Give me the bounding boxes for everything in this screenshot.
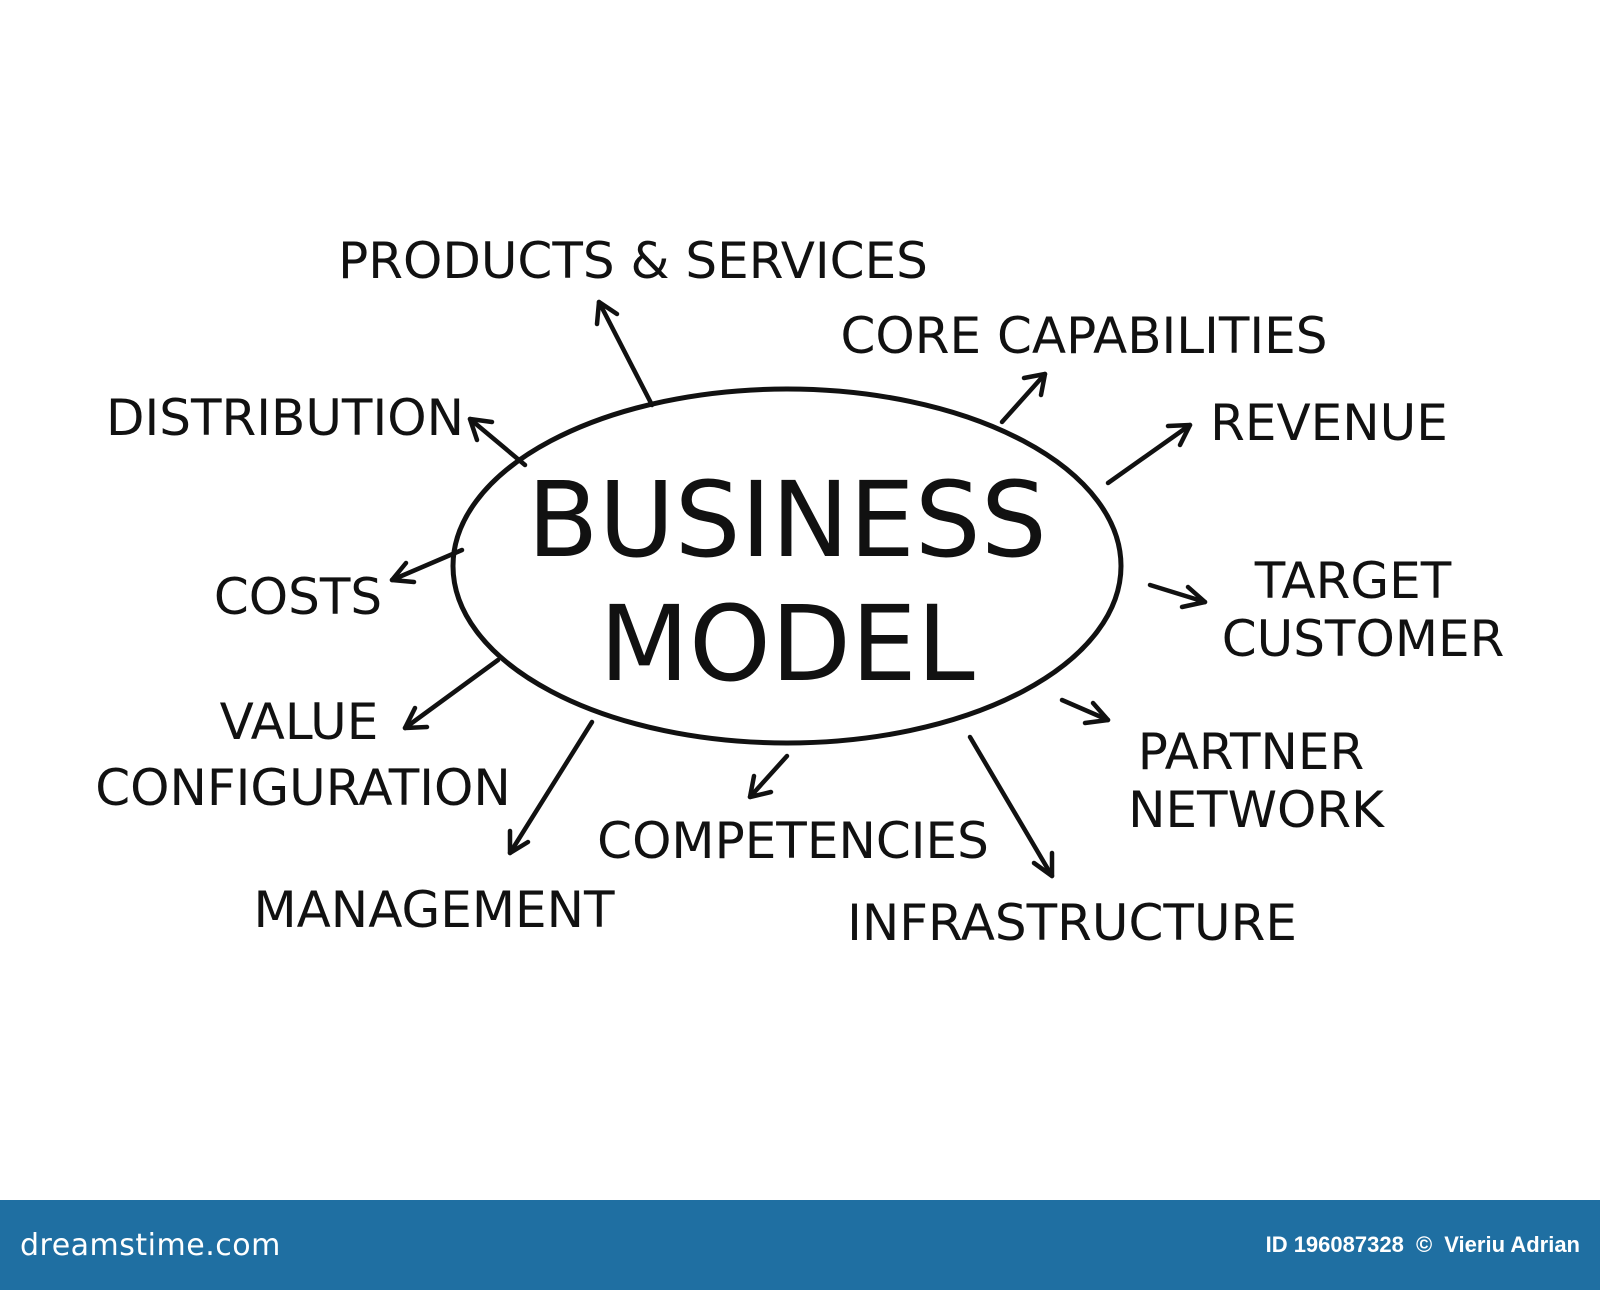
arrow-value-configuration bbox=[402, 657, 501, 731]
label-value-configuration-line1: VALUE bbox=[220, 693, 379, 751]
label-infrastructure: INFRASTRUCTURE bbox=[847, 894, 1297, 952]
label-competencies: COMPETENCIES bbox=[597, 812, 989, 870]
center-title-line2: MODEL bbox=[599, 583, 974, 705]
arrow-target-customer bbox=[1147, 582, 1208, 610]
copyright-symbol: © bbox=[1415, 1232, 1433, 1257]
image-credit: ID 196087328 © Vieriu Adrian bbox=[1260, 1232, 1580, 1258]
label-costs: COSTS bbox=[214, 568, 382, 626]
image-id: ID 196087328 bbox=[1265, 1232, 1404, 1257]
arrow-costs bbox=[389, 547, 465, 585]
center-title-line1: BUSINESS bbox=[527, 459, 1047, 581]
label-distribution: DISTRIBUTION bbox=[106, 389, 464, 447]
author-name: Vieriu Adrian bbox=[1444, 1232, 1580, 1257]
label-products-services: PRODUCTS & SERVICES bbox=[338, 232, 928, 290]
arrow-core-capabilities bbox=[999, 371, 1048, 425]
brand-logo-text: dreamstime.com bbox=[20, 1227, 281, 1263]
arrows bbox=[389, 299, 1208, 879]
label-management: MANAGEMENT bbox=[253, 881, 615, 939]
watermark-footer-bar: dreamstime.com ID 196087328 © Vieriu Adr… bbox=[0, 1200, 1600, 1290]
arrow-competencies bbox=[747, 753, 790, 800]
center-ellipse bbox=[450, 386, 1124, 746]
arrow-products-services bbox=[594, 299, 655, 408]
arrow-revenue bbox=[1105, 422, 1193, 486]
arrow-partner-network bbox=[1059, 697, 1111, 726]
label-revenue: REVENUE bbox=[1210, 394, 1448, 452]
label-partner-network-line2: NETWORK bbox=[1128, 781, 1385, 839]
label-partner-network-line1: PARTNER bbox=[1138, 723, 1365, 781]
arrow-management bbox=[507, 719, 595, 856]
label-core-capabilities: CORE CAPABILITIES bbox=[840, 307, 1327, 365]
label-target-customer-line1: TARGET bbox=[1254, 552, 1452, 610]
label-value-configuration-line2: CONFIGURATION bbox=[95, 759, 511, 817]
label-target-customer-line2: CUSTOMER bbox=[1222, 610, 1505, 668]
arrow-distribution bbox=[467, 416, 528, 468]
business-model-diagram: BUSINESS MODEL bbox=[95, 232, 1505, 952]
arrow-infrastructure bbox=[967, 734, 1055, 879]
